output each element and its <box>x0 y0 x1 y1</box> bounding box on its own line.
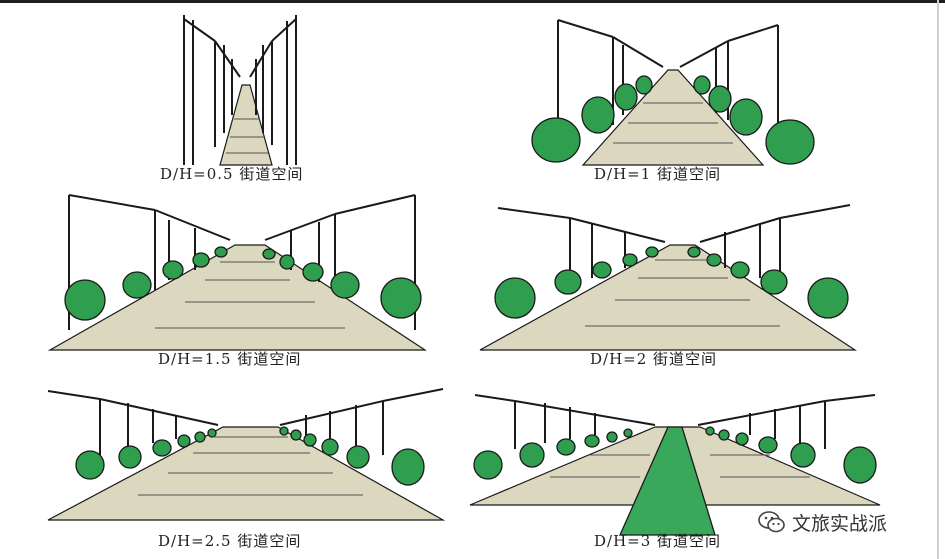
street-panel-3: D/H=1.5 街道空间 <box>47 190 435 368</box>
street-illustration-6 <box>469 394 881 536</box>
street-panel-6: D/H=3 街道空间 <box>469 385 881 550</box>
caption-dh-3: D/H=3 街道空间 <box>594 532 722 550</box>
top-border <box>0 0 945 3</box>
watermark-text: 文旅实战派 <box>792 512 888 535</box>
street-illustration-1 <box>183 15 297 166</box>
street-panel-5: D/H=2.5 街道空间 <box>47 385 446 550</box>
caption-dh-25: D/H=2.5 街道空间 <box>158 532 302 550</box>
street-illustration-4 <box>479 204 858 351</box>
caption-dh-15: D/H=1.5 街道空间 <box>158 350 302 368</box>
street-panel-2: D/H=1 街道空间 <box>528 15 818 183</box>
street-panel-4: D/H=2 街道空间 <box>479 190 860 368</box>
caption-dh-05: D/H=0.5 街道空间 <box>160 165 304 183</box>
caption-dh-1: D/H=1 街道空间 <box>594 165 722 183</box>
watermark: 文旅实战派 <box>758 507 887 537</box>
right-border <box>937 0 939 559</box>
street-illustration-2 <box>531 19 815 166</box>
caption-dh-2: D/H=2 街道空间 <box>590 350 718 368</box>
street-illustration-5 <box>47 388 446 521</box>
wechat-icon <box>758 510 786 534</box>
street-panel-1: D/H=0.5 街道空间 <box>160 15 320 183</box>
street-illustration-3 <box>47 194 428 351</box>
